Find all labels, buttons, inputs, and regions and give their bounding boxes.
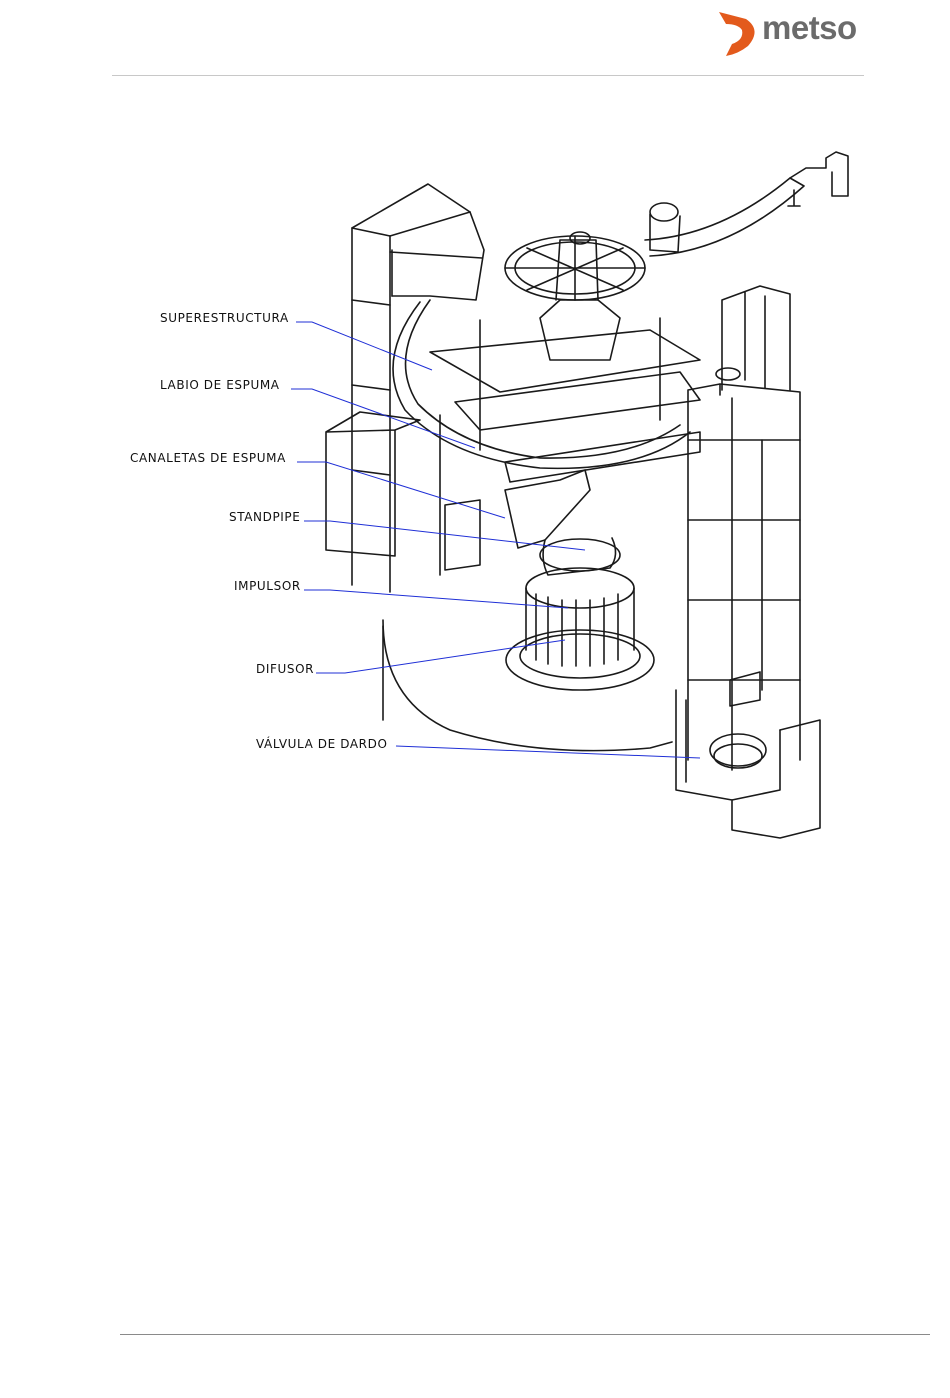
label-valvula-de-dardo: VÁLVULA DE DARDO [256, 736, 388, 751]
leader-impulsor [304, 590, 568, 608]
footer-divider [120, 1334, 930, 1335]
label-standpipe: STANDPIPE [229, 510, 300, 524]
leader-labio-de-espuma [291, 389, 475, 448]
leader-canaletas-de-espuma [297, 462, 505, 518]
label-canaletas-de-espuma: CANALETAS DE ESPUMA [130, 451, 286, 465]
label-difusor: DIFUSOR [256, 662, 314, 676]
leader-superestructura [296, 322, 432, 370]
label-labio-de-espuma: LABIO DE ESPUMA [160, 378, 280, 392]
leader-valvula-de-dardo [396, 746, 700, 758]
label-superestructura: SUPERESTRUCTURA [160, 311, 289, 325]
label-impulsor: IMPULSOR [234, 579, 301, 593]
